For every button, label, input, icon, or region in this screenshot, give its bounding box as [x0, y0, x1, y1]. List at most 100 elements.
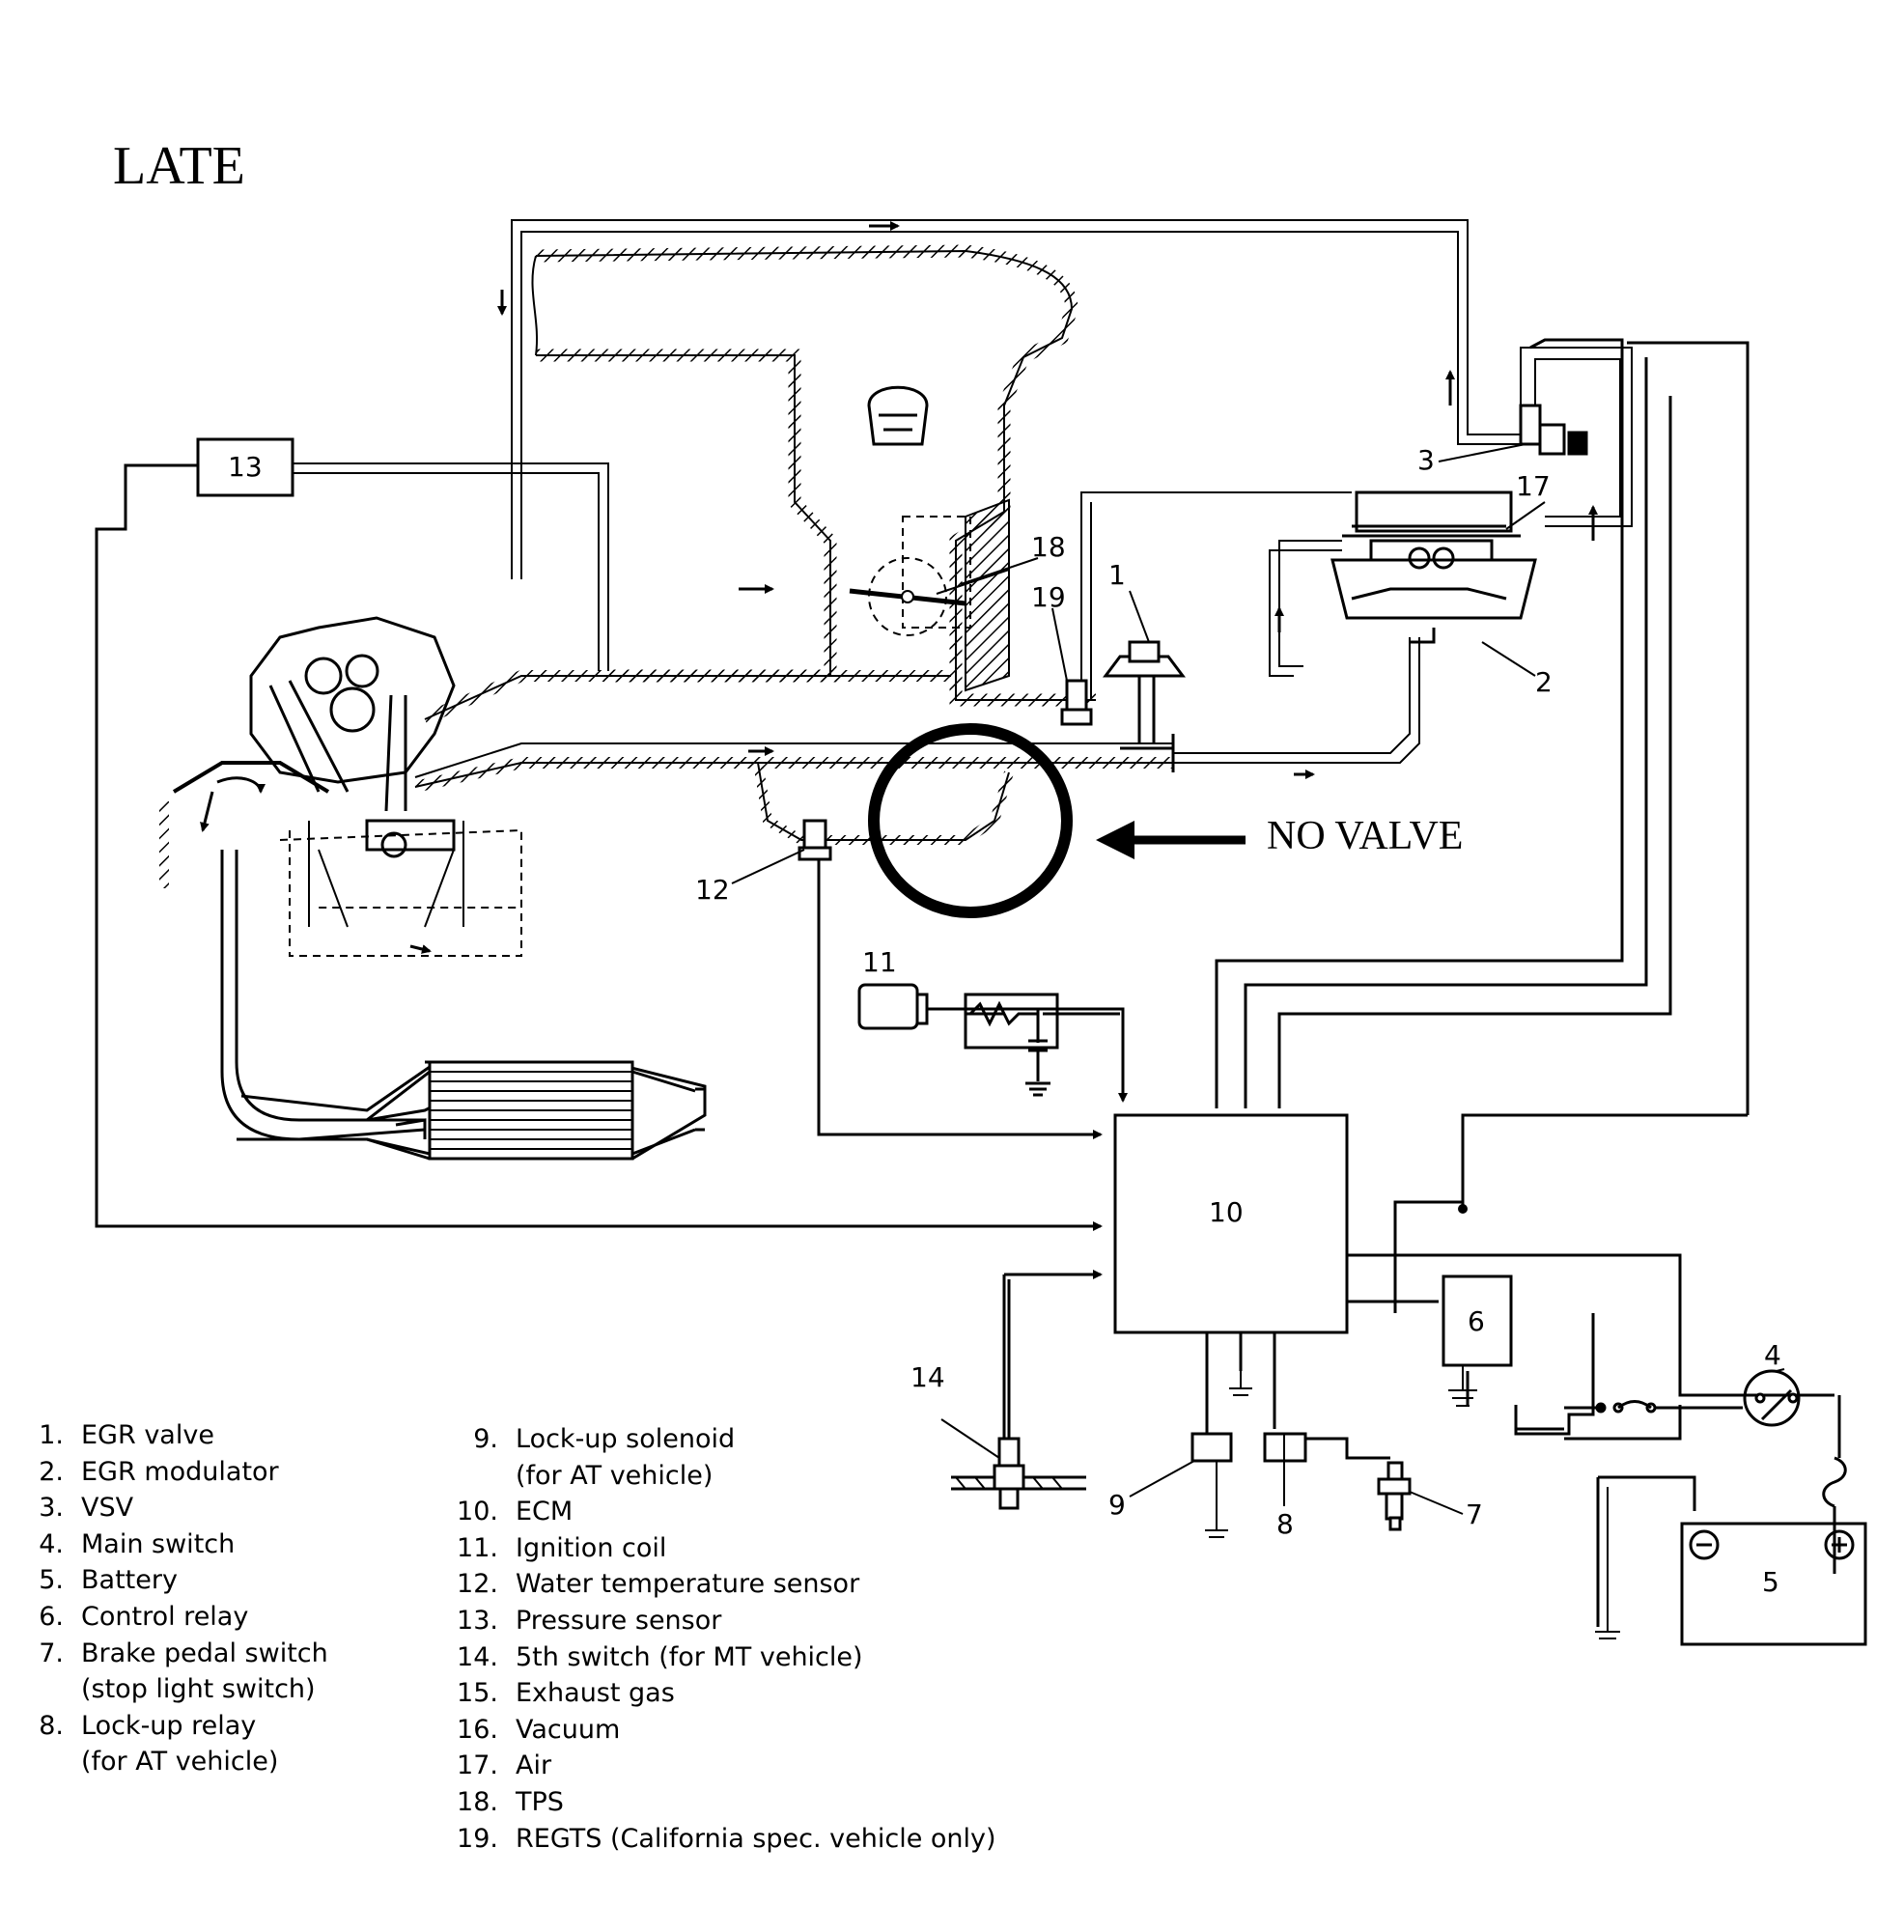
legend-text: (stop light switch): [81, 1674, 316, 1705]
legend-text: Main switch: [81, 1528, 236, 1559]
legend-num: 12.: [457, 1569, 498, 1600]
label-5: 5: [1762, 1566, 1779, 1598]
label-11: 11: [862, 946, 897, 978]
fifth-switch: [951, 1437, 1086, 1510]
legend-text: Lock-up relay: [81, 1710, 257, 1741]
catalytic-converter: [428, 1060, 634, 1161]
legend-item: 12. Water temperature sensor: [454, 1566, 996, 1603]
wiring: [95, 338, 1841, 1627]
legend-item: 18. TPS: [454, 1784, 996, 1821]
legend-text: Air: [516, 1750, 552, 1781]
air-cleaner-housing: [531, 244, 1096, 707]
label-10: 10: [1209, 1196, 1244, 1228]
legend-item: 8. Lock-up relay: [35, 1708, 328, 1745]
label-8: 8: [1276, 1508, 1294, 1540]
legend-text: Exhaust gas: [516, 1678, 675, 1709]
label-7: 7: [1466, 1498, 1483, 1530]
legend-num: 5.: [39, 1565, 64, 1596]
label-12: 12: [695, 874, 730, 906]
engine-head: [159, 616, 522, 957]
air-cleaner-element-icon: [867, 385, 929, 446]
vsv: [1519, 404, 1588, 456]
lock-up-solenoid-box: [1190, 1432, 1233, 1463]
no-valve-arrow: [1096, 821, 1246, 859]
legend-item: 11. Ignition coil: [454, 1530, 996, 1567]
legend-item: 15. Exhaust gas: [454, 1675, 996, 1712]
leader-lines: [731, 443, 1785, 1515]
label-4: 4: [1764, 1339, 1781, 1371]
regts-sensor: [1060, 679, 1093, 726]
legend-text: Vacuum: [516, 1714, 621, 1745]
legend-item: 5. Battery: [35, 1562, 328, 1599]
pressure-sensor-box: [196, 437, 294, 497]
legend-text: 5th switch (for MT vehicle): [516, 1641, 863, 1672]
legend-text: ECM: [516, 1497, 574, 1527]
legend-num: 1.: [39, 1420, 64, 1450]
throttle-valve: [849, 516, 1010, 636]
legend-text: (for AT vehicle): [516, 1460, 714, 1491]
legend-text: EGR modulator: [81, 1456, 279, 1487]
legend-text: VSV: [81, 1493, 134, 1524]
legend-item: (for AT vehicle): [454, 1458, 996, 1495]
legend-item: 16. Vacuum: [454, 1712, 996, 1749]
water-temperature-sensor: [798, 819, 832, 861]
battery-ground: [1595, 1487, 1620, 1639]
legend-text: Brake pedal switch: [81, 1638, 328, 1668]
legend-item: 13.Pressure sensor: [454, 1603, 996, 1639]
legend-num: 13.: [457, 1605, 498, 1636]
legend-num: 11.: [457, 1532, 498, 1563]
legend-item: 1. EGR valve: [35, 1417, 328, 1454]
legend-num: 16.: [457, 1714, 498, 1745]
battery: [1680, 1522, 1867, 1646]
legend-item: 14.5th switch (for MT vehicle): [454, 1639, 996, 1676]
no-valve-label: NO VALVE: [1267, 814, 1464, 858]
main-switch: [1564, 1369, 1847, 1508]
legend-text: Battery: [81, 1565, 178, 1596]
legend-item: 10. ECM: [454, 1494, 996, 1530]
legend-item: 3.VSV: [35, 1490, 328, 1526]
control-relay-box: [1442, 1274, 1513, 1367]
throttle-body-wall: [965, 498, 1010, 692]
legend-num: 8.: [39, 1710, 64, 1741]
legend-right: 9.Lock-up solenoid (for AT vehicle) 10. E…: [454, 1421, 996, 1857]
label-18: 18: [1031, 531, 1066, 563]
legend-item: (for AT vehicle): [35, 1744, 328, 1780]
legend-item: 9.Lock-up solenoid: [454, 1421, 996, 1458]
egr-valve: [1103, 640, 1186, 750]
intake-manifold: [413, 584, 1315, 845]
legend-num: 15.: [457, 1678, 498, 1709]
legend-item: 17. Air: [454, 1748, 996, 1784]
ecm-ground: [1229, 1371, 1252, 1396]
label-14: 14: [910, 1361, 945, 1393]
label-1: 1: [1108, 559, 1126, 591]
legend-num: 6.: [39, 1601, 64, 1632]
label-6: 6: [1468, 1305, 1485, 1337]
legend-text: Control relay: [81, 1601, 249, 1632]
legend-item: 4. Main switch: [35, 1526, 328, 1563]
ecm-box: [1113, 1113, 1349, 1334]
brake-pedal-switch: [1377, 1461, 1412, 1531]
label-19: 19: [1031, 581, 1066, 613]
legend-num: 18.: [457, 1786, 498, 1817]
legend-num: 17.: [457, 1750, 498, 1781]
legend-text: (for AT vehicle): [81, 1747, 279, 1778]
vacuum-hoses: [290, 219, 1633, 764]
legend-text: Ignition coil: [516, 1532, 667, 1563]
no-valve-circle: [868, 723, 1073, 918]
legend-item: (stop light switch): [35, 1671, 328, 1708]
legend-num: 4.: [39, 1528, 64, 1559]
label-13: 13: [228, 451, 263, 483]
legend-text: TPS: [516, 1786, 564, 1817]
legend-text: Water temperature sensor: [516, 1569, 860, 1600]
ignition-coil: [857, 983, 1059, 1097]
legend-num: 7.: [39, 1638, 64, 1668]
legend-num: 2.: [39, 1456, 64, 1487]
label-9: 9: [1108, 1489, 1126, 1521]
control-relay-ground: [1448, 1365, 1477, 1407]
legend-text: Lock-up solenoid: [516, 1424, 736, 1454]
legend-num: 19.: [457, 1823, 498, 1854]
legend-num: 10.: [457, 1497, 498, 1527]
legend-text: EGR valve: [81, 1420, 214, 1450]
legend-text: REGTS (California spec. vehicle only): [516, 1823, 996, 1854]
wiring-junction: [1458, 1204, 1468, 1214]
